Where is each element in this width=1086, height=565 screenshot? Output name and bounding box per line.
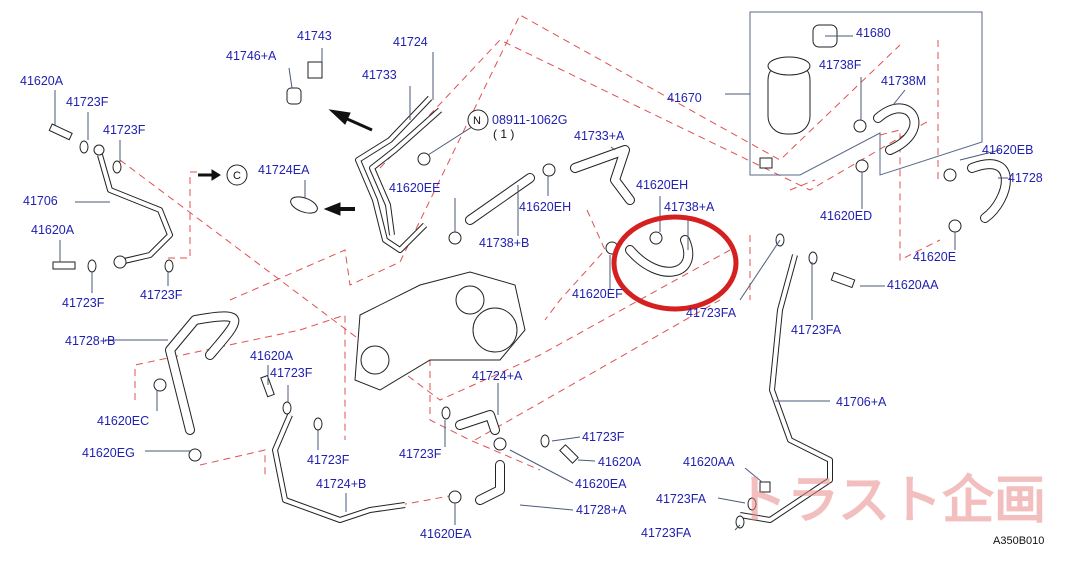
part-label[interactable]: 41620EC — [97, 414, 149, 428]
part-label[interactable]: 41723FA — [641, 526, 692, 540]
part-label[interactable]: 41743 — [297, 29, 332, 43]
part-label[interactable]: 41738+A — [664, 200, 715, 214]
part-label[interactable]: 08911-1062G — [492, 113, 568, 127]
part-label[interactable]: 41738+B — [479, 236, 529, 250]
part-label[interactable]: 41724EA — [258, 163, 310, 177]
part-label[interactable]: 41728+A — [576, 503, 627, 517]
part-label[interactable]: 41733 — [362, 68, 397, 82]
part-label[interactable]: 41728 — [1008, 171, 1043, 185]
watermark-logo: トラスト企画 — [735, 471, 1046, 531]
part-label[interactable]: 41723F — [270, 366, 313, 380]
part-label[interactable]: 41723F — [399, 447, 442, 461]
part-label[interactable]: 41620ED — [820, 209, 872, 223]
part-label[interactable]: 41723FA — [686, 306, 737, 320]
part-label[interactable]: 41723F — [582, 430, 625, 444]
part-label[interactable]: 41620A — [31, 223, 75, 237]
part-label[interactable]: 41670 — [667, 91, 702, 105]
nut-n-circle — [467, 109, 489, 131]
ref-c-circle — [226, 164, 248, 186]
part-label[interactable]: 41738F — [819, 58, 862, 72]
part-label[interactable]: 41706+A — [836, 395, 887, 409]
part-label[interactable]: 41723F — [140, 288, 183, 302]
nut-n-symbol: N — [473, 115, 481, 127]
part-label[interactable]: 41723F — [62, 296, 105, 310]
part-label[interactable]: 41620AA — [887, 278, 939, 292]
part-label[interactable]: 41723F — [307, 453, 350, 467]
part-label[interactable]: 41733+A — [574, 129, 625, 143]
part-label[interactable]: 41724+B — [316, 477, 366, 491]
part-label[interactable]: 41746+A — [226, 49, 277, 63]
part-label[interactable]: 41620A — [20, 74, 64, 88]
part-label[interactable]: 41620EE — [389, 181, 440, 195]
part-label[interactable]: 41738M — [881, 74, 926, 88]
part-label[interactable]: 41706 — [23, 194, 58, 208]
part-label[interactable]: 41724 — [393, 35, 428, 49]
part-label[interactable]: 41620AA — [683, 455, 735, 469]
diagram-code: A350B010 — [993, 535, 1044, 547]
ref-c-label: C — [233, 170, 241, 182]
arrows — [198, 109, 373, 216]
part-label[interactable]: 41620A — [598, 455, 642, 469]
part-label[interactable]: 41680 — [856, 26, 891, 40]
parts — [48, 24, 1011, 529]
nut-qty: ( 1 ) — [493, 127, 514, 141]
part-label[interactable]: 41620EA — [420, 527, 472, 541]
dashed-guides — [119, 14, 941, 506]
part-label[interactable]: 41723F — [66, 95, 109, 109]
part-label[interactable]: 41620EG — [82, 446, 135, 460]
part-label[interactable]: 41620A — [250, 349, 294, 363]
part-label[interactable]: 41723F — [103, 123, 146, 137]
part-label[interactable]: 41620EA — [575, 477, 627, 491]
part-label[interactable]: 41620EB — [982, 143, 1033, 157]
part-label[interactable]: 41620EH — [519, 200, 571, 214]
part-label[interactable]: 41723FA — [656, 492, 707, 506]
part-label[interactable]: 41620E — [913, 250, 956, 264]
leader-lines — [54, 35, 1008, 531]
part-label[interactable]: 41724+A — [472, 369, 523, 383]
part-label[interactable]: 41728+B — [65, 334, 115, 348]
watermark-text: トラスト企画 — [735, 471, 1046, 531]
part-label[interactable]: 41620EH — [636, 178, 688, 192]
part-labels: 41620A 41723F 41723F 41706 41620A 41723F… — [20, 26, 1043, 541]
highlight-circle — [611, 214, 739, 312]
part-label[interactable]: 41723FA — [791, 323, 842, 337]
part-label[interactable]: 41620EF — [572, 287, 623, 301]
assembly-box — [749, 11, 983, 176]
